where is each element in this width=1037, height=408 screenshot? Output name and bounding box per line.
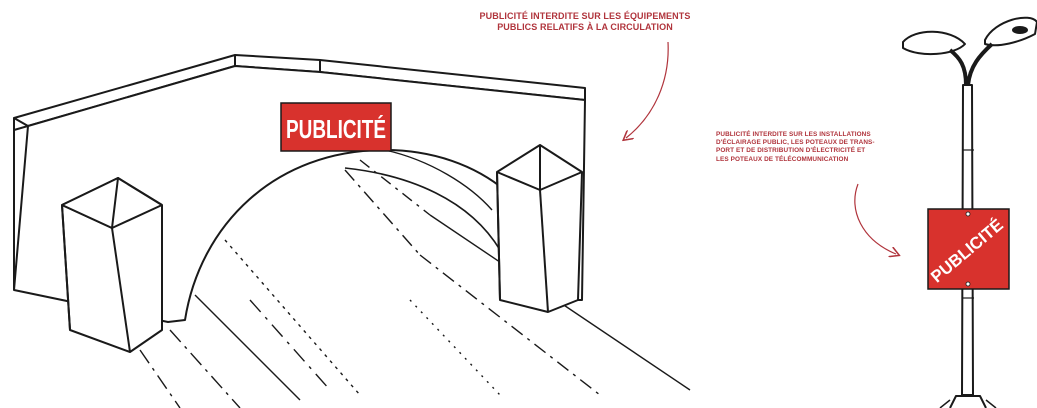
right-pillar: [497, 145, 582, 312]
bridge-rule-line-2: PUBLICS RELATIFS À LA CIRCULATION: [440, 22, 730, 33]
lamp-publicite-sign: PUBLICITÉ: [927, 209, 1009, 289]
lamp-rule-line-4: LES POTEAUX DE TÉLÉCOMMUNICATION: [716, 156, 912, 164]
bridge-rule-line-1: PUBLICITÉ INTERDITE SUR LES ÉQUIPEMENTS: [440, 11, 730, 22]
left-pillar: [62, 178, 162, 352]
lamp-head-left: [903, 32, 965, 54]
lamp-rule-line-1: PUBLICITÉ INTERDITE SUR LES INSTALLATION…: [716, 131, 912, 139]
bridge-rule-caption: PUBLICITÉ INTERDITE SUR LES ÉQUIPEMENTS …: [440, 11, 730, 33]
bridge-publicite-sign: PUBLICITÉ: [281, 103, 391, 151]
lamp-caption-arrow: [855, 184, 896, 254]
lamp-head-right: [985, 18, 1037, 46]
bridge-caption-arrow: [626, 42, 668, 138]
lamp-rule-line-3: PORT ET DE DISTRIBUTION D'ÉLECTRICITÉ ET: [716, 147, 912, 155]
lamp-rule-caption: PUBLICITÉ INTERDITE SUR LES INSTALLATION…: [716, 131, 912, 164]
lamp-base: [950, 396, 986, 408]
bridge-sign-label: PUBLICITÉ: [286, 114, 386, 144]
